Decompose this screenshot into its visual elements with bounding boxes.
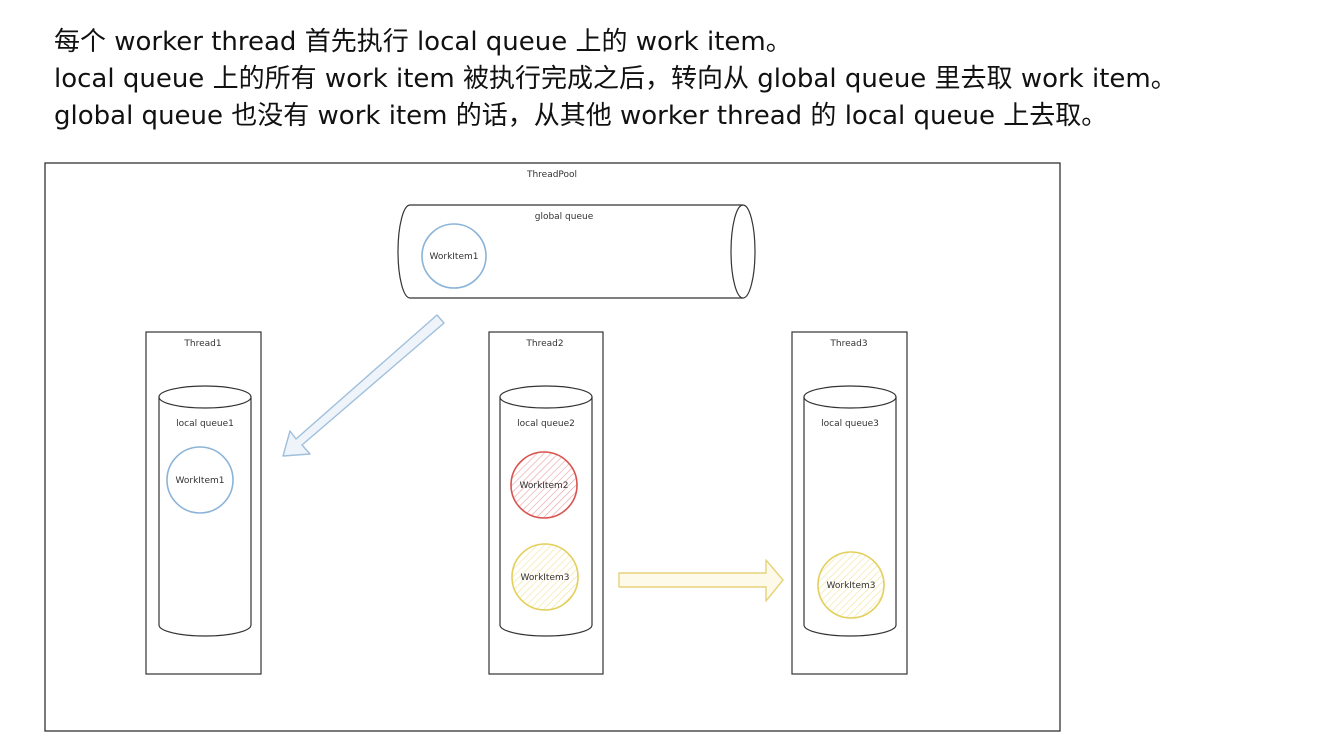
local-queue-3-label: local queue3 [821, 419, 879, 429]
thread-1-workitem-1 [166, 446, 234, 514]
thread-1-workitem-1-label: WorkItem1 [175, 476, 224, 486]
thread-3-label: Thread3 [829, 339, 867, 349]
thread-2-workitem-3-label: WorkItem3 [520, 573, 569, 583]
local-queue-1-label: local queue1 [176, 419, 234, 429]
threadpool-label: ThreadPool [526, 170, 577, 180]
thread-1-label: Thread1 [183, 339, 221, 349]
local-queue-2: local queue2 WorkItem2 WorkItem3 [499, 385, 593, 637]
global-queue: global queue WorkItem1 [397, 204, 756, 299]
thread-3: Thread3 local queue3 WorkItem3 [791, 331, 908, 675]
thread-3-workitem-3 [817, 551, 885, 619]
thread-2-workitem-2 [510, 451, 578, 519]
thread-2-workitem-2-label: WorkItem2 [519, 481, 568, 491]
thread-2-label: Thread2 [525, 339, 563, 349]
arrow-steal-to-thread3 [618, 559, 784, 602]
intro-text: 每个 worker thread 首先执行 local queue 上的 wor… [54, 24, 1324, 135]
global-workitem-label: WorkItem1 [429, 252, 478, 262]
global-workitem [421, 223, 487, 289]
thread-2: Thread2 local queue2 WorkItem2 WorkItem3 [488, 331, 604, 675]
local-queue-3: local queue3 WorkItem3 [803, 385, 897, 637]
thread-1: Thread1 local queue1 WorkItem1 [145, 331, 262, 675]
local-queue-1: local queue1 WorkItem1 [158, 385, 252, 637]
intro-line-1: 每个 worker thread 首先执行 local queue 上的 wor… [54, 27, 792, 57]
thread-3-workitem-3-label: WorkItem3 [826, 581, 875, 591]
arrow-global-to-local1 [282, 314, 445, 457]
global-queue-label: global queue [535, 212, 594, 222]
thread-2-workitem-3 [511, 543, 579, 611]
intro-line-3: global queue 也没有 work item 的话，从其他 worker… [54, 101, 1108, 131]
intro-line-2: local queue 上的所有 work item 被执行完成之后，转向从 g… [54, 64, 1177, 94]
local-queue-2-label: local queue2 [517, 419, 575, 429]
